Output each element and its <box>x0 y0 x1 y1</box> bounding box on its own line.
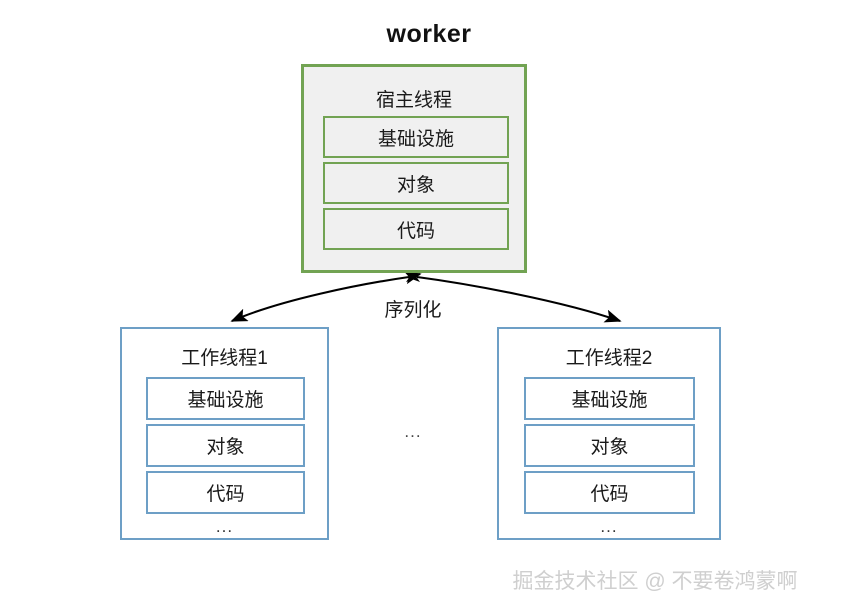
worker-thread-1-box: 工作线程1 基础设施 对象 代码 ... <box>120 327 329 540</box>
diagram-title: worker <box>386 20 472 48</box>
host-item-infrastructure: 基础设施 <box>323 116 509 158</box>
worker-thread-1-title: 工作线程1 <box>181 348 268 369</box>
between-workers-ellipsis: ... <box>404 422 422 441</box>
worker-1-item-object: 对象 <box>146 424 305 467</box>
worker-2-item-infrastructure: 基础设施 <box>524 377 695 420</box>
worker-2-item-code: 代码 <box>524 471 695 514</box>
worker-2-item-object: 对象 <box>524 424 695 467</box>
worker-1-item-infrastructure: 基础设施 <box>146 377 305 420</box>
worker-thread-2-title: 工作线程2 <box>565 348 653 369</box>
watermark-text: 掘金技术社区 @ 不要卷鸿蒙啊 <box>512 570 798 593</box>
worker-thread-2-box: 工作线程2 基础设施 对象 代码 ... <box>497 327 721 540</box>
host-thread-title: 宿主线程 <box>375 90 452 111</box>
worker-1-item-code: 代码 <box>146 471 305 514</box>
host-item-code: 代码 <box>323 208 509 250</box>
serialization-edge-label: 序列化 <box>384 300 442 321</box>
worker-1-ellipsis: ... <box>215 517 234 536</box>
host-thread-box: 宿主线程 基础设施 对象 代码 <box>301 64 527 273</box>
host-item-object: 对象 <box>323 162 509 204</box>
worker-2-ellipsis: ... <box>600 517 618 536</box>
arrow-junction-head <box>406 272 420 282</box>
